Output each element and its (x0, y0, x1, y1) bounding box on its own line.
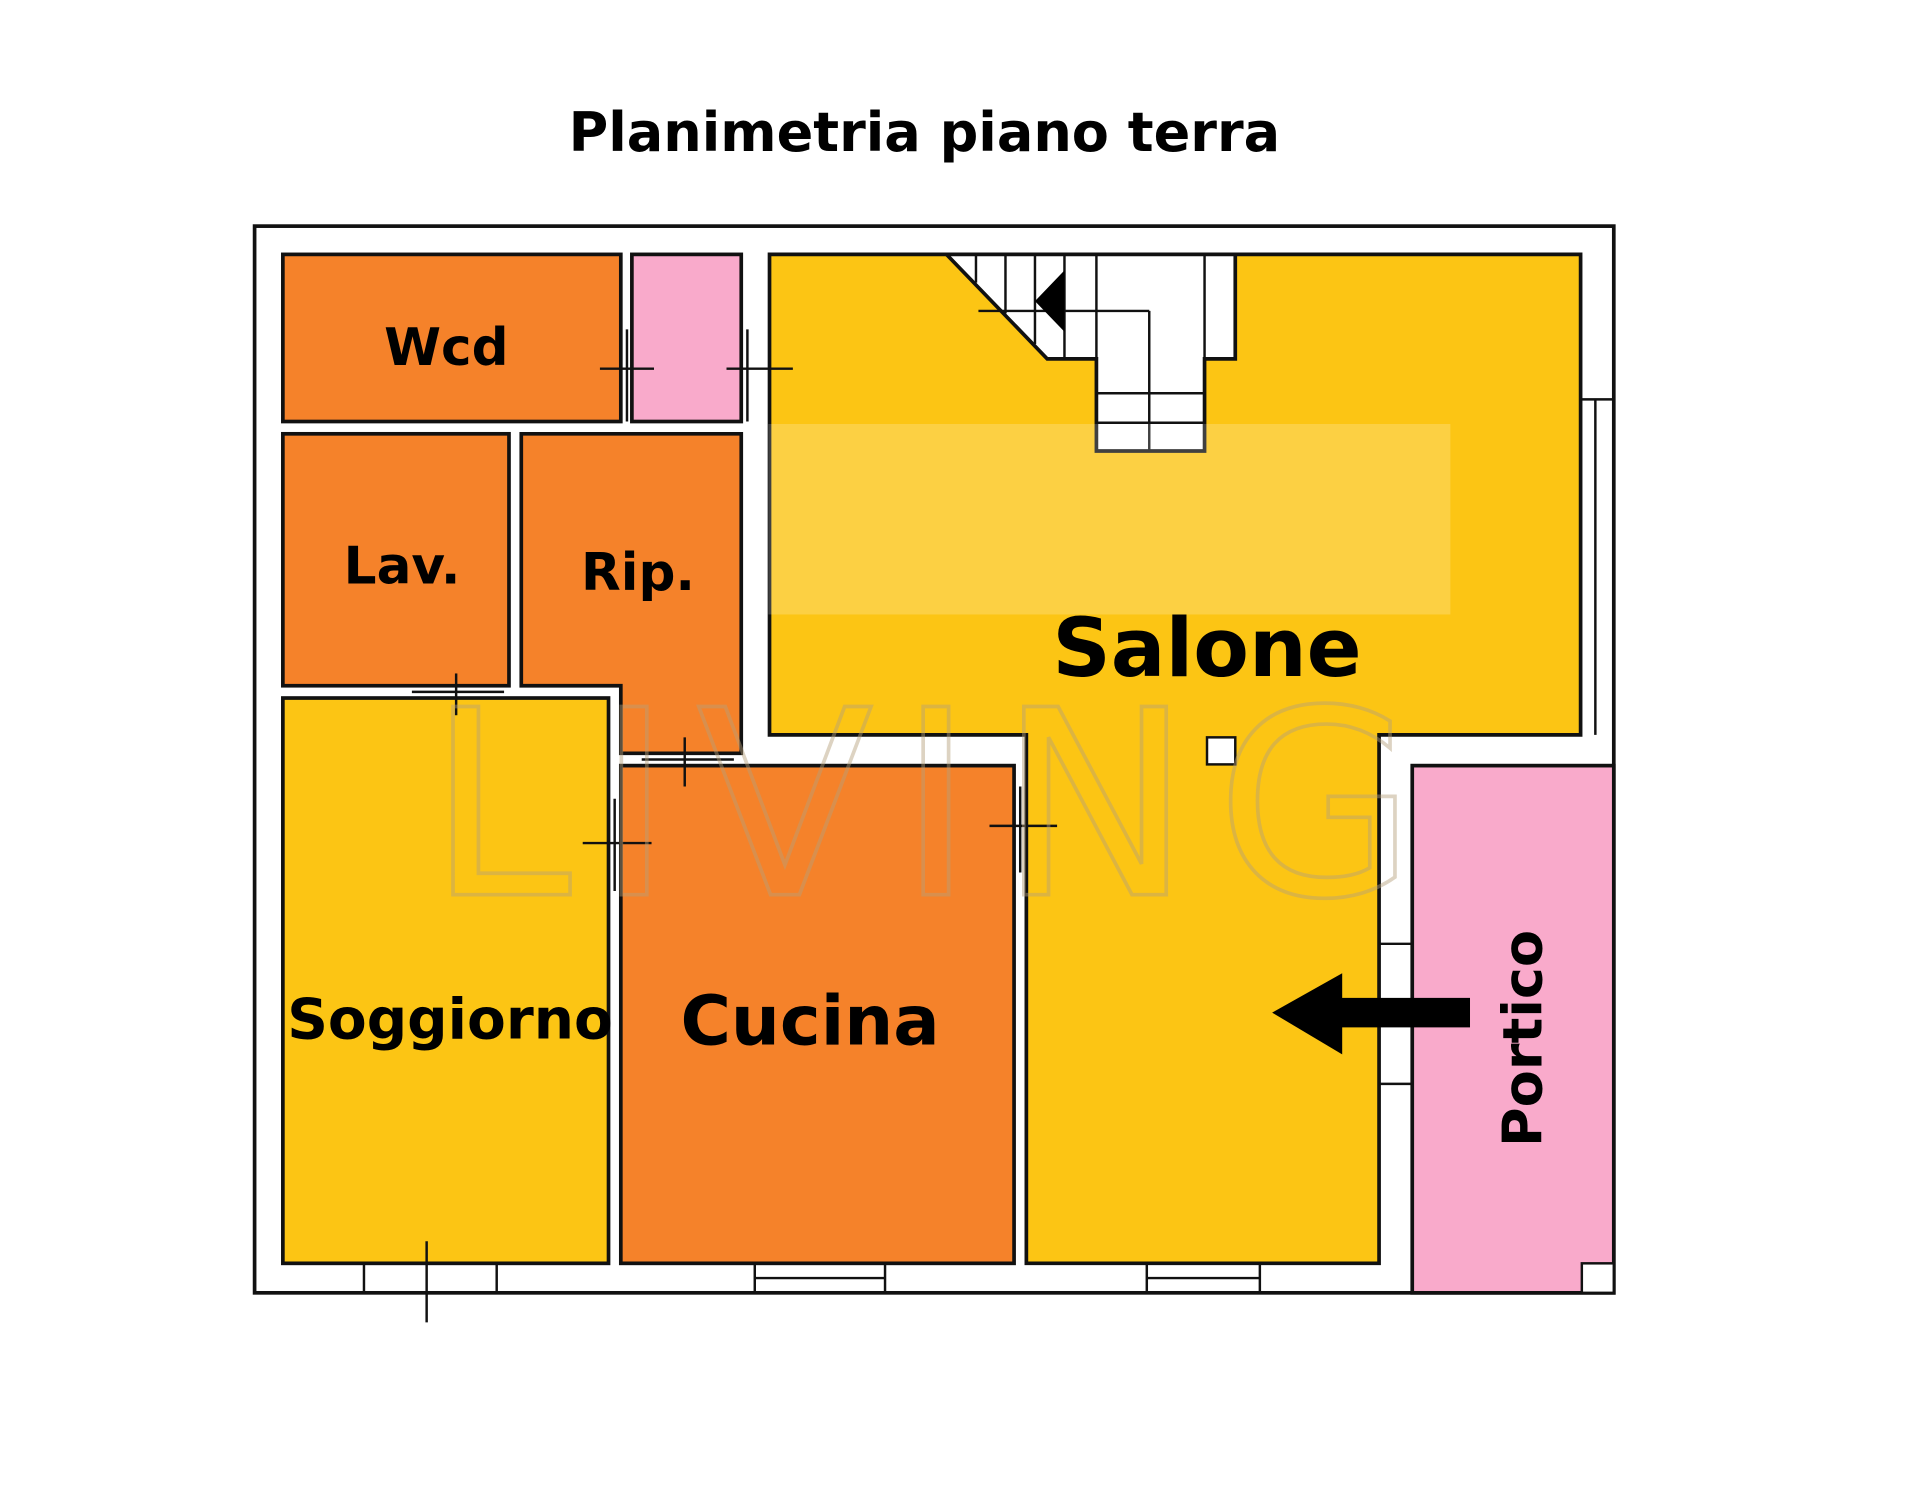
stair-direction-arrow-icon (1034, 270, 1065, 332)
room-cucina (618, 763, 1016, 1266)
label-lav: Lav. (344, 537, 461, 597)
room-rip (519, 431, 744, 756)
door-marks (411, 329, 1058, 1323)
label-portico: Portico (1491, 930, 1554, 1147)
room-lav (281, 431, 511, 688)
entrance-arrow-icon (1272, 973, 1471, 1055)
room-wcd (281, 252, 623, 424)
outer-wall (252, 224, 1616, 1295)
plan-title: Planimetria piano terra (569, 101, 1280, 164)
label-soggiorno: Soggiorno (287, 987, 613, 1052)
staircase (942, 252, 1238, 453)
label-rip: Rip. (581, 543, 695, 603)
room-portico (1410, 763, 1616, 1295)
room-soggiorno (281, 696, 611, 1266)
label-cucina: Cucina (680, 982, 939, 1062)
label-salone: Salone (1052, 602, 1361, 696)
windows (362, 1263, 1262, 1293)
pillar (1205, 736, 1237, 766)
label-wcd: Wcd (384, 318, 508, 378)
watermark-logo (768, 423, 1451, 615)
watermark: LIVING (428, 655, 1441, 956)
room-closet (630, 252, 744, 424)
